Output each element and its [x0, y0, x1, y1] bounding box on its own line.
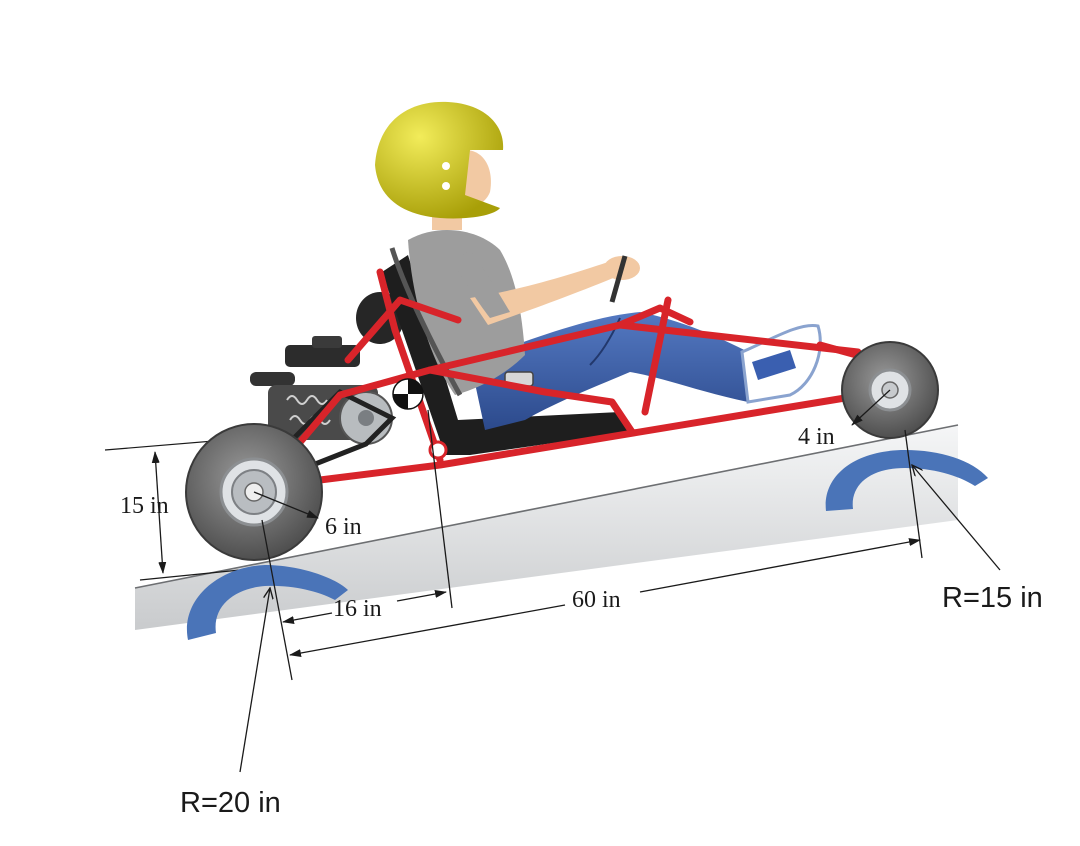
cg-offset-label: 16 in — [333, 596, 382, 622]
frame-joint — [428, 440, 448, 460]
incline-surface — [134, 424, 959, 630]
dimension-lines — [151, 389, 1001, 773]
front-wheel-radius-label: 4 in — [798, 424, 835, 450]
driver — [375, 101, 822, 430]
front-curvature-label: R=15 in — [942, 582, 1043, 614]
rear-curvature-label: R=20 in — [180, 787, 281, 819]
front-curved-bump — [825, 450, 988, 511]
seat — [382, 255, 630, 455]
rear-wheel-radius-label: 6 in — [325, 514, 362, 540]
wheelbase-label: 60 in — [572, 587, 621, 613]
rear-curved-bump — [186, 565, 348, 640]
height-label: 15 in — [120, 493, 169, 519]
kart-frame — [281, 268, 864, 484]
center-of-gravity-icon — [392, 378, 424, 410]
